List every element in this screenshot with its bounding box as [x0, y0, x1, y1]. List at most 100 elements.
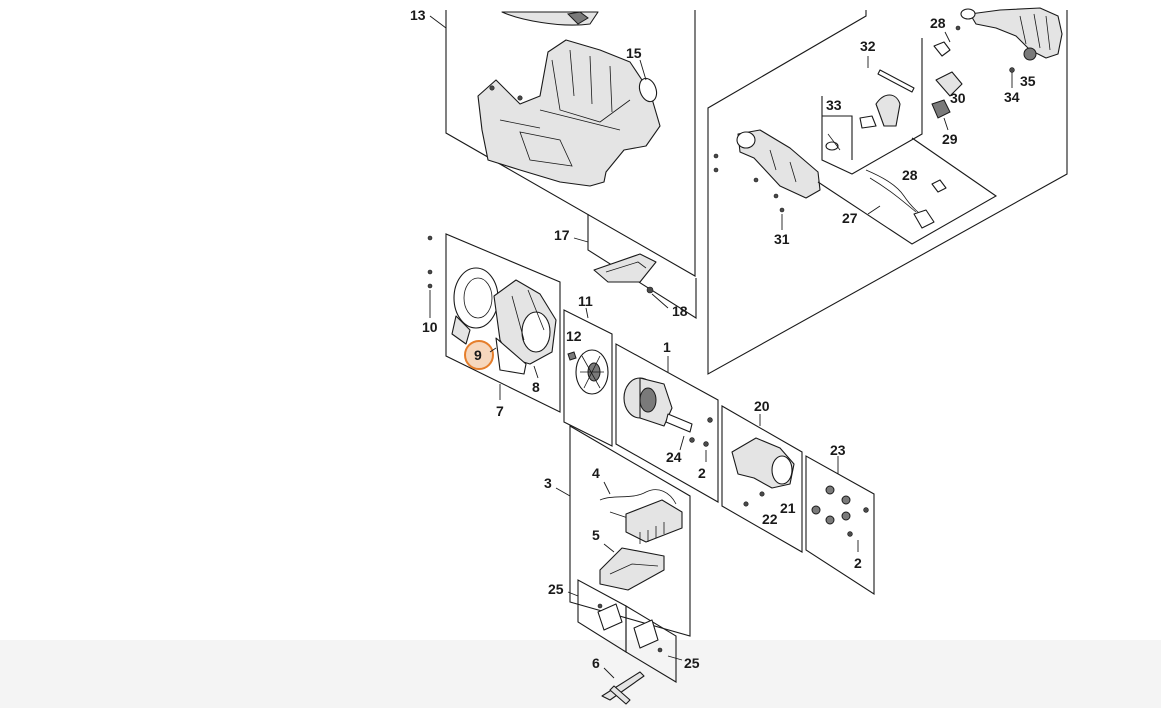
callout-9[interactable]: 9 [474, 347, 482, 363]
callout-25b[interactable]: 25 [684, 655, 700, 671]
leader-27 [867, 205, 881, 215]
callout-29[interactable]: 29 [942, 131, 958, 147]
leader-24 [679, 435, 685, 451]
callout-25a[interactable]: 25 [548, 581, 564, 597]
frame-23 [805, 455, 875, 596]
callout-15[interactable]: 15 [626, 45, 642, 61]
part-group-17[interactable]: 17 18 [554, 214, 697, 319]
leader-9 [489, 347, 497, 353]
callout-30[interactable]: 30 [950, 90, 966, 106]
fan-housing-ribs [511, 289, 545, 341]
screw-2a-3 [703, 441, 709, 447]
frame-33 [822, 115, 853, 160]
callout-27[interactable]: 27 [842, 210, 858, 226]
part-group-23[interactable]: 23 2 [805, 442, 875, 596]
trigger-32 [875, 94, 901, 127]
callout-32[interactable]: 32 [860, 38, 876, 54]
fan-wheel-vanes [580, 355, 604, 389]
bracket-25b [633, 619, 659, 649]
screw-10b [427, 269, 433, 275]
screw-front-3 [753, 177, 759, 183]
part-group-13[interactable]: 13 15 [410, 7, 696, 277]
callout-23[interactable]: 23 [830, 442, 846, 458]
nut-23-1 [825, 485, 835, 495]
callout-8[interactable]: 8 [532, 379, 540, 395]
callout-31[interactable]: 31 [774, 231, 790, 247]
callout-1[interactable]: 1 [663, 339, 671, 355]
callout-34[interactable]: 34 [1004, 89, 1020, 105]
callout-28-mid[interactable]: 28 [902, 167, 918, 183]
frame-25b [625, 605, 677, 683]
frame-27 [817, 137, 998, 245]
callout-20[interactable]: 20 [754, 398, 770, 414]
part-group-handle[interactable]: 28 35 34 32 33 30 29 [707, 7, 1068, 375]
housing-rib-3 [499, 109, 621, 131]
shaft-24 [665, 413, 693, 433]
controller-fins [639, 522, 665, 544]
screw-front-5 [779, 207, 785, 213]
part-group-11[interactable]: 11 12 [563, 293, 613, 447]
leader-8 [533, 365, 539, 379]
callout-7[interactable]: 7 [496, 403, 504, 419]
part-group-20[interactable]: 20 21 22 [721, 398, 803, 553]
part-group-6[interactable]: 6 [592, 655, 645, 705]
screw-2b-1 [863, 507, 869, 513]
spring-33 [825, 141, 839, 151]
front-handle-end [736, 131, 756, 149]
rear-handle [969, 7, 1063, 59]
part-group-1[interactable]: 1 24 2 [615, 339, 719, 503]
callout-6[interactable]: 6 [592, 655, 600, 671]
front-handle-ribs [769, 149, 797, 183]
part-group-3[interactable]: 3 4 5 [544, 425, 691, 637]
part-group-25[interactable]: 25 25 [548, 579, 700, 683]
callout-21[interactable]: 21 [780, 500, 796, 516]
frame-20 [721, 405, 803, 553]
motor-core [639, 387, 657, 413]
callout-24[interactable]: 24 [666, 449, 682, 465]
spring-33-line [827, 133, 841, 151]
callout-22[interactable]: 22 [762, 511, 778, 527]
callout-3[interactable]: 3 [544, 475, 552, 491]
part-15-seal[interactable] [636, 76, 659, 104]
leader-5 [603, 543, 615, 553]
callout-2b[interactable]: 2 [854, 555, 862, 571]
tray-5 [599, 547, 665, 591]
callout-18[interactable]: 18 [672, 303, 688, 319]
callout-13[interactable]: 13 [410, 7, 426, 23]
housing-rib-2 [569, 49, 613, 113]
callout-33[interactable]: 33 [826, 97, 842, 113]
screw-2a-1 [707, 417, 713, 423]
callout-5[interactable]: 5 [592, 527, 600, 543]
frame-3 [569, 425, 691, 637]
housing-knob [566, 11, 589, 25]
clip-32 [859, 115, 877, 129]
highlight-part-9[interactable] [464, 340, 494, 370]
front-handle [737, 129, 821, 199]
part-12-clip [567, 351, 577, 361]
callout-2a[interactable]: 2 [698, 465, 706, 481]
floor-shadow [0, 640, 1161, 708]
callout-11[interactable]: 11 [578, 293, 593, 309]
callout-28-top[interactable]: 28 [930, 15, 946, 31]
screw-10c [427, 283, 433, 289]
callout-10[interactable]: 10 [422, 319, 438, 335]
leader-25a [567, 591, 579, 597]
frame-32 [821, 38, 923, 175]
connector-28 [931, 179, 947, 193]
callout-17[interactable]: 17 [554, 227, 570, 243]
impeller-ring [463, 277, 493, 319]
part-group-7[interactable]: 10 9 8 7 [422, 233, 561, 419]
screw-25a [597, 603, 603, 609]
fan-housing-mouth [521, 311, 551, 353]
frame-1 [615, 343, 719, 503]
part-28-clip-top[interactable] [960, 8, 976, 20]
screw-28a [955, 25, 961, 31]
callout-4[interactable]: 4 [592, 465, 600, 481]
callout-12[interactable]: 12 [566, 328, 582, 344]
stand-6-leg [609, 685, 631, 705]
leader-13 [429, 15, 447, 29]
callout-35[interactable]: 35 [1020, 73, 1036, 89]
stand-6 [601, 671, 645, 701]
leader-25b [667, 655, 683, 661]
nut-23-2 [841, 495, 851, 505]
